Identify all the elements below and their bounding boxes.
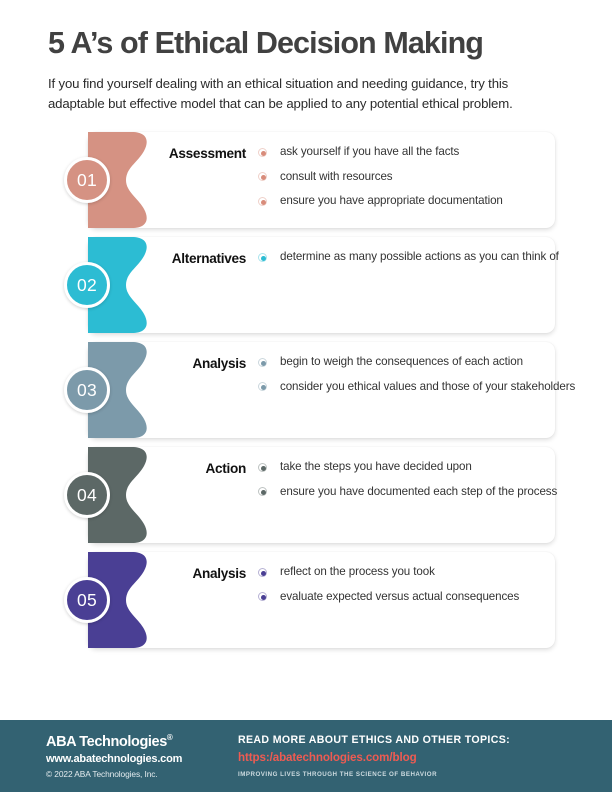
brand-name-text: ABA Technologies [46, 733, 167, 750]
bullet-item: evaluate expected versus actual conseque… [258, 589, 592, 604]
step-card [88, 342, 555, 439]
bullet-text: begin to weigh the consequences of each … [280, 355, 523, 369]
footer-cta-block: READ MORE ABOUT ETHICS AND OTHER TOPICS:… [196, 734, 510, 778]
bullet-item: ensure you have documented each step of … [258, 484, 592, 499]
step-bullet-list: reflect on the process you took evaluate … [258, 564, 592, 613]
step-card [88, 447, 555, 544]
step-name-label: Alternatives [171, 251, 247, 267]
step-number-badge: 02 [64, 262, 110, 309]
step-shape [88, 237, 168, 334]
step-row: 02 Alternatives determine as many possible… [0, 237, 612, 334]
step-bullet-list: determine as many possible actions as yo… [258, 249, 592, 273]
step-row: 05 Analysis reflect on the process you too… [0, 552, 612, 649]
step-card [88, 552, 555, 649]
bullet-dot-icon [258, 567, 267, 577]
bullet-dot-icon [258, 172, 267, 182]
bullet-item: consider you ethical values and those of… [258, 379, 592, 394]
bullet-item: determine as many possible actions as yo… [258, 249, 592, 264]
step-number-badge: 03 [64, 367, 110, 414]
bullet-text: ask yourself if you have all the facts [280, 145, 460, 159]
step-shape [88, 447, 168, 544]
bullet-dot-icon [258, 487, 267, 497]
company-tagline: IMPROVING LIVES THROUGH THE SCIENCE OF B… [238, 770, 438, 778]
step-card [88, 132, 555, 229]
bullet-dot-icon [258, 357, 267, 367]
steps-list: 01 Assessment ask yourself if you have all… [0, 132, 612, 649]
bullet-text: consult with resources [280, 169, 393, 183]
step-name-label: Analysis [192, 356, 246, 372]
bullet-dot-icon [258, 592, 267, 602]
copyright-notice: © 2022 ABA Technologies, Inc. [46, 769, 158, 780]
bullet-dot-icon [258, 382, 267, 392]
step-name-label: Action [205, 461, 247, 477]
footer-brand-block: ABA Technologies® www.abatechnologies.co… [0, 733, 196, 780]
bullet-item: consult with resources [258, 169, 592, 184]
bullet-item: begin to weigh the consequences of each … [258, 354, 592, 369]
bullet-item: ask yourself if you have all the facts [258, 144, 592, 159]
step-name-label: Assessment [168, 146, 246, 162]
cta-blog-link[interactable]: https:/abatechnologies.com/blog [238, 750, 417, 764]
page-footer: ABA Technologies® www.abatechnologies.co… [0, 720, 612, 792]
step-row: 03 Analysis begin to weigh the consequence… [0, 342, 612, 439]
page-header: 5 A’s of Ethical Decision Making If you … [0, 0, 612, 114]
step-row: 01 Assessment ask yourself if you have all… [0, 132, 612, 229]
step-shape [88, 342, 168, 439]
trademark-symbol: ® [166, 732, 173, 742]
bullet-item: ensure you have appropriate documentatio… [258, 193, 592, 208]
cta-label: READ MORE ABOUT ETHICS AND OTHER TOPICS: [238, 733, 510, 746]
page-title: 5 A’s of Ethical Decision Making [48, 26, 484, 60]
step-bullet-list: take the steps you have decided upon ensu… [258, 459, 592, 508]
step-bullet-list: ask yourself if you have all the facts co… [258, 144, 592, 217]
bullet-text: consider you ethical values and those of… [280, 379, 576, 393]
bullet-dot-icon [258, 462, 267, 472]
bullet-text: evaluate expected versus actual conseque… [280, 589, 520, 603]
bullet-text: determine as many possible actions as yo… [280, 250, 559, 264]
bullet-item: reflect on the process you took [258, 564, 592, 579]
bullet-text: ensure you have appropriate documentatio… [280, 194, 503, 208]
step-row: 04 Action take the steps you have decided … [0, 447, 612, 544]
bullet-text: reflect on the process you took [280, 565, 435, 579]
page-subtitle: If you find yourself dealing with an eth… [48, 76, 513, 112]
step-name-label: Analysis [192, 566, 246, 582]
brand-name: ABA Technologies® [46, 733, 196, 751]
bullet-dot-icon [258, 147, 267, 157]
bullet-text: ensure you have documented each step of … [280, 484, 558, 498]
brand-website-url[interactable]: www.abatechnologies.com [46, 753, 183, 766]
step-number-badge: 01 [64, 157, 110, 204]
bullet-item: take the steps you have decided upon [258, 459, 592, 474]
bullet-text: take the steps you have decided upon [280, 460, 472, 474]
step-bullet-list: begin to weigh the consequences of each … [258, 354, 592, 403]
bullet-dot-icon [258, 196, 267, 206]
bullet-dot-icon [258, 252, 267, 262]
step-shape [88, 132, 168, 229]
step-card [88, 237, 555, 334]
step-shape [88, 552, 168, 649]
step-number-badge: 04 [64, 472, 110, 519]
step-number-badge: 05 [64, 577, 110, 624]
